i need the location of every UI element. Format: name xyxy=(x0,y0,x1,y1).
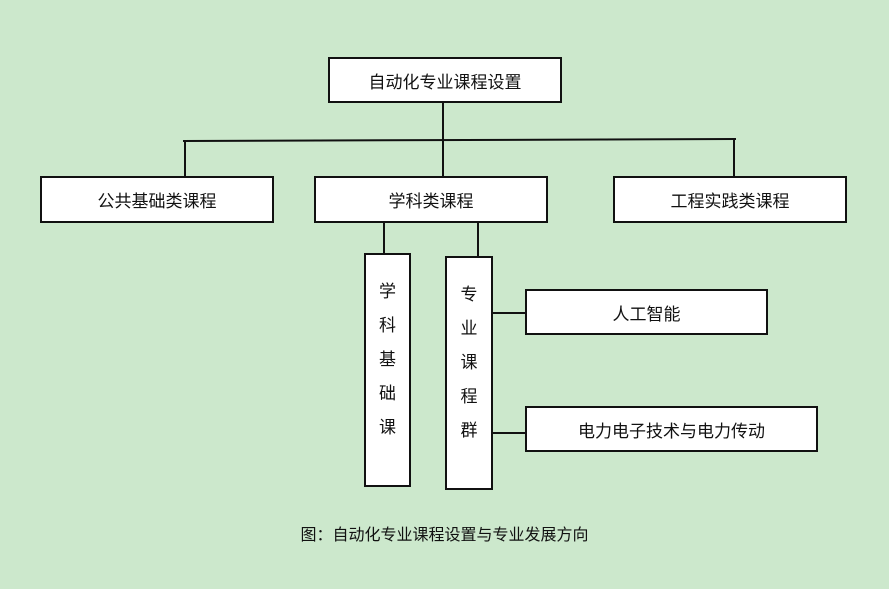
category-node-discipline: 学科类课程 xyxy=(314,176,548,223)
vertical-char: 科 xyxy=(379,316,396,336)
vertical-char: 专 xyxy=(460,285,478,305)
vertical-char: 群 xyxy=(460,421,478,441)
direction-label: 电力电子技术与电力传动 xyxy=(578,421,765,442)
direction-node-power-electronics: 电力电子技术与电力传动 xyxy=(525,406,818,452)
sub-group-discipline-foundation: 学 科 基 础 课 xyxy=(364,253,411,487)
vertical-char: 课 xyxy=(379,418,396,438)
category-label: 公共基础类课程 xyxy=(97,192,217,212)
vertical-char: 业 xyxy=(460,319,478,339)
vertical-char: 程 xyxy=(460,387,478,407)
figure-caption: 图：自动化专业课程设置与专业发展方向 xyxy=(300,525,589,544)
category-label: 工程实践类课程 xyxy=(670,192,790,212)
direction-label: 人工智能 xyxy=(612,304,681,325)
category-node-engineering-practice: 工程实践类课程 xyxy=(613,176,847,223)
root-node: 自动化专业课程设置 xyxy=(328,57,562,103)
vertical-char: 课 xyxy=(460,353,478,373)
direction-node-ai: 人工智能 xyxy=(525,289,768,335)
vertical-char: 基 xyxy=(379,350,396,370)
category-node-public-foundation: 公共基础类课程 xyxy=(40,176,274,223)
vertical-char: 学 xyxy=(379,282,396,302)
sub-group-major-courses: 专 业 课 程 群 xyxy=(445,256,493,490)
root-node-label: 自动化专业课程设置 xyxy=(368,72,522,93)
category-label: 学科类课程 xyxy=(388,192,474,212)
vertical-char: 础 xyxy=(379,384,396,404)
